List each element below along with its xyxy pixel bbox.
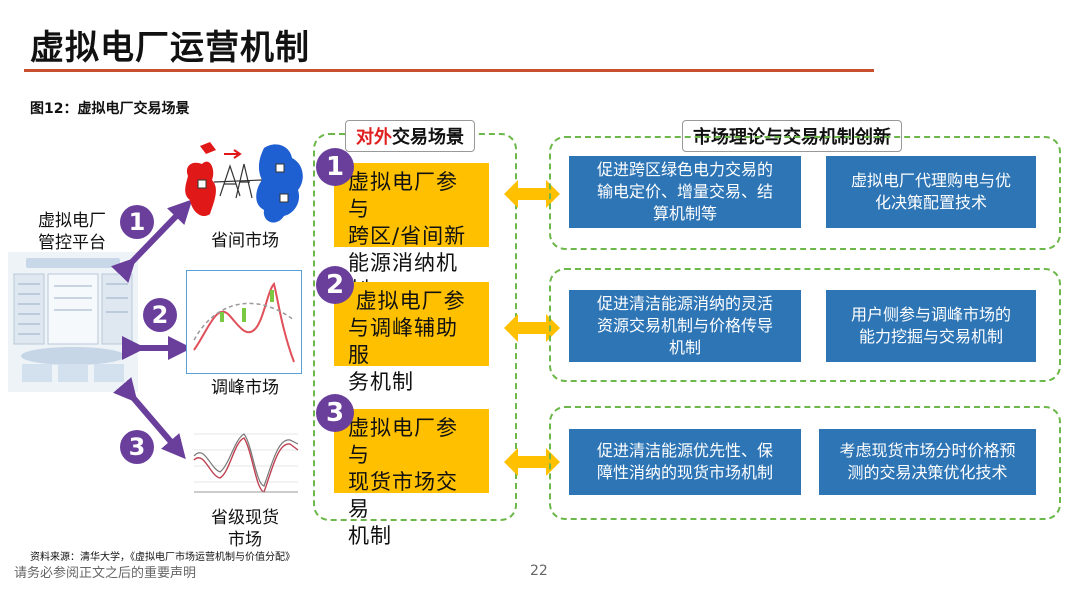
innovation-2-right-line1: 用户侧参与调峰市场的 bbox=[850, 305, 1011, 324]
scenario-3-line2: 现货市场交易 bbox=[348, 470, 458, 521]
scenario-2-line2: 与调峰辅助服 bbox=[348, 316, 458, 367]
market-arrows bbox=[111, 199, 193, 460]
disclaimer: 请务必参阅正文之后的重要声明 bbox=[14, 566, 197, 581]
arrow-3 bbox=[113, 377, 186, 460]
innovation-group-2 bbox=[549, 268, 1061, 382]
market-label-1: 省间市场 bbox=[211, 231, 279, 251]
innovation-1-right: 虚拟电厂代理购电与优 化决策配置技术 bbox=[826, 156, 1036, 228]
external-header-rest: 交易场景 bbox=[392, 127, 464, 148]
double-arrow-2 bbox=[504, 314, 560, 342]
innovation-1-left-line1: 促进跨区绿色电力交易的 bbox=[596, 160, 773, 179]
market-label-3: 省级现货 市场 bbox=[195, 507, 295, 551]
external-scenarios-header: 对外交易场景 bbox=[345, 120, 475, 152]
innovation-3-right-line1: 考虑现货市场分时价格预 bbox=[839, 441, 1016, 460]
scenario-box-2: 虚拟电厂参 与调峰辅助服 务机制 bbox=[334, 282, 489, 394]
innovation-2-right-line2: 能力挖掘与交易机制 bbox=[858, 327, 1003, 346]
scenario-1-line2: 跨区/省间新 bbox=[348, 224, 467, 248]
scenario-link-arrows bbox=[504, 180, 560, 476]
innovation-1-right-line2: 化决策配置技术 bbox=[874, 193, 987, 212]
innovation-3-left-line1: 促进清洁能源优先性、保 bbox=[596, 441, 773, 460]
innovation-group-3 bbox=[549, 406, 1061, 520]
innovation-group-1 bbox=[549, 136, 1061, 250]
page-title: 虚拟电厂运营机制 bbox=[30, 28, 310, 68]
innovation-1-left-line3: 算机制等 bbox=[652, 204, 717, 223]
innovation-3-right-line2: 测的交易决策优化技术 bbox=[847, 463, 1008, 482]
market-label-3-line1: 省级现货 bbox=[211, 508, 279, 528]
innovation-3-right: 考虑现货市场分时价格预 测的交易决策优化技术 bbox=[819, 429, 1036, 495]
arrow-1 bbox=[111, 199, 193, 283]
figure-caption: 图12：虚拟电厂交易场景 bbox=[30, 101, 190, 117]
scenario-3-line1: 虚拟电厂参与 bbox=[348, 416, 458, 467]
title-divider bbox=[24, 69, 874, 72]
innovation-2-left-line2: 资源交易机制与价格传导 bbox=[596, 316, 773, 335]
platform-label-line2: 管控平台 bbox=[38, 233, 106, 253]
scenario-number-2: 2 bbox=[316, 266, 354, 304]
innovation-2-left-line1: 促进清洁能源消纳的灵活 bbox=[596, 294, 773, 313]
scenario-2-line1: 虚拟电厂参 bbox=[348, 289, 466, 313]
scenario-number-3: 3 bbox=[316, 394, 354, 432]
peak-shaving-chart-image bbox=[186, 270, 302, 374]
innovation-2-left-line3: 机制 bbox=[668, 338, 701, 357]
page-number: 22 bbox=[530, 563, 548, 579]
double-arrow-3 bbox=[504, 448, 560, 476]
spot-market-chart-image bbox=[186, 420, 302, 502]
innovation-1-left-line2: 输电定价、增量交易、结 bbox=[596, 182, 773, 201]
innovation-3-left: 促进清洁能源优先性、保 障性消纳的现货市场机制 bbox=[569, 429, 801, 495]
external-header-red: 对外 bbox=[356, 127, 392, 148]
scenario-3-line3: 机制 bbox=[348, 524, 392, 548]
scenario-box-3: 虚拟电厂参与 现货市场交易 机制 bbox=[334, 409, 489, 548]
double-arrow-1 bbox=[504, 180, 560, 208]
platform-label: 虚拟电厂 管控平台 bbox=[22, 210, 122, 254]
innovation-1-right-line1: 虚拟电厂代理购电与优 bbox=[850, 171, 1011, 190]
market-label-3-line2: 市场 bbox=[228, 530, 262, 550]
market-number-1: 1 bbox=[120, 205, 154, 239]
source-note: 资料来源：清华大学，《虚拟电厂市场运营机制与价值分配》 bbox=[30, 552, 295, 563]
innovation-2-right: 用户侧参与调峰市场的 能力挖掘与交易机制 bbox=[826, 290, 1036, 362]
market-label-2: 调峰市场 bbox=[211, 378, 279, 398]
scenario-2-line3: 务机制 bbox=[348, 370, 414, 394]
platform-label-line1: 虚拟电厂 bbox=[38, 211, 106, 231]
scenario-box-1: 虚拟电厂参与 跨区/省间新 能源消纳机制 bbox=[334, 163, 489, 302]
interprovince-map-image bbox=[185, 142, 303, 223]
market-number-3: 3 bbox=[120, 430, 154, 464]
scenario-1-line1: 虚拟电厂参与 bbox=[348, 170, 458, 221]
scenario-number-1: 1 bbox=[316, 148, 354, 186]
innovation-3-left-line2: 障性消纳的现货市场机制 bbox=[596, 463, 773, 482]
innovation-1-left: 促进跨区绿色电力交易的 输电定价、增量交易、结 算机制等 bbox=[569, 156, 801, 228]
innovation-2-left: 促进清洁能源消纳的灵活 资源交易机制与价格传导 机制 bbox=[569, 290, 801, 362]
market-number-2: 2 bbox=[143, 298, 177, 332]
